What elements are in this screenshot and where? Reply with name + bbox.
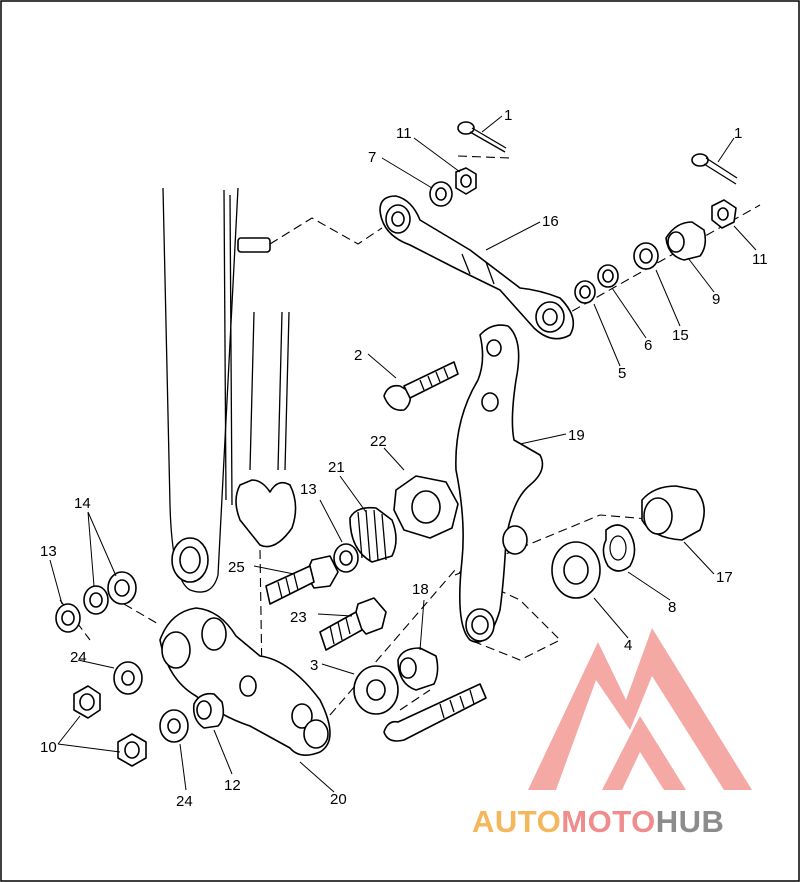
callout-label: 13 [40, 543, 57, 560]
washer [633, 242, 659, 270]
washer [429, 181, 453, 207]
cotter-pin [691, 153, 738, 185]
callout-label: 21 [328, 459, 345, 476]
callout-label: 11 [396, 125, 412, 142]
callout-label: 15 [672, 327, 689, 344]
leader-lines [49, 115, 757, 793]
callout-labels: 1 1 2 3 4 5 6 7 8 9 10 11 11 12 13 13 14… [40, 107, 768, 810]
watermark-hub: HUB [656, 804, 725, 839]
callout-label: 5 [618, 365, 626, 382]
bracket [455, 324, 544, 643]
callout-label: 23 [290, 609, 307, 626]
sleeve [641, 485, 705, 541]
callout-label: 20 [330, 791, 347, 808]
frame-tube [162, 187, 271, 593]
callout-label: 22 [370, 433, 387, 450]
washer [55, 603, 81, 633]
callout-label: 8 [668, 599, 676, 616]
watermark-moto: MOTO [561, 804, 655, 839]
washer [353, 665, 399, 715]
bushing [192, 692, 225, 729]
callout-label: 13 [300, 481, 317, 498]
bushing [665, 221, 707, 261]
svg-text:AUTOMOTOHUB: AUTOMOTOHUB [472, 804, 724, 839]
callout-label: 24 [176, 793, 193, 810]
callout-label: 18 [412, 581, 429, 598]
callout-label: 25 [228, 559, 245, 576]
callout-label: 16 [542, 213, 559, 230]
callout-label: 24 [70, 649, 87, 666]
watermark-auto: AUTO [472, 804, 561, 839]
bolt [383, 361, 459, 412]
washer [574, 280, 596, 304]
bolt [265, 555, 339, 605]
washer [159, 709, 189, 743]
lower-lever [159, 607, 331, 756]
threaded-bushing [349, 506, 397, 563]
hex-nut [393, 475, 459, 539]
callout-label: 17 [716, 569, 733, 586]
spacer [397, 647, 439, 691]
callout-label: 11 [752, 251, 768, 268]
watermark-logo [528, 628, 752, 790]
watermark-text: AUTOMOTOHUB [472, 804, 724, 839]
lock-nut [711, 199, 737, 229]
threaded-stud [383, 683, 487, 742]
callout-label: 1 [734, 125, 742, 142]
callout-label: 19 [568, 427, 585, 444]
washer [107, 571, 137, 605]
callout-label: 4 [624, 637, 632, 654]
callout-label: 14 [74, 495, 91, 512]
assembly-lines [59, 155, 761, 716]
cotter-pin [457, 121, 507, 153]
cap-nut [117, 733, 147, 767]
inner-rail [235, 311, 297, 548]
callout-label: 1 [504, 107, 512, 124]
washer [597, 264, 619, 288]
callout-label: 3 [310, 657, 318, 674]
callout-label: 6 [644, 337, 652, 354]
link-rod [379, 195, 575, 340]
washer [113, 661, 143, 695]
callout-label: 12 [224, 777, 241, 794]
lock-nut [455, 167, 477, 195]
washer [333, 543, 359, 573]
callout-label: 7 [368, 149, 376, 166]
callout-label: 9 [712, 291, 720, 308]
callout-label: 10 [40, 739, 57, 756]
bolt [319, 597, 387, 651]
cap-nut [73, 685, 101, 719]
callout-label: 2 [354, 347, 362, 364]
washer [83, 585, 109, 615]
washer [551, 541, 601, 599]
circlip [602, 524, 636, 572]
